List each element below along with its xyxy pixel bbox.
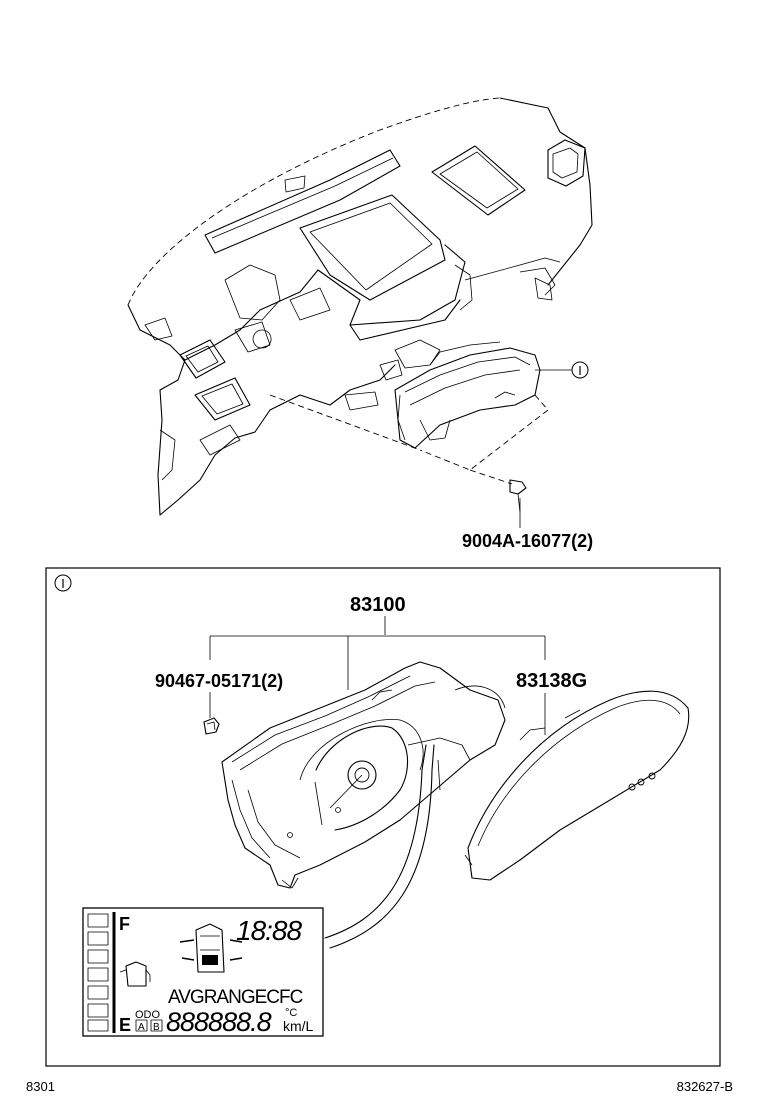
lcd-display-detail bbox=[82, 907, 324, 1037]
callout-circle-detail bbox=[54, 574, 72, 592]
label-glass: 83138G bbox=[516, 670, 587, 692]
glass-cover-drawing bbox=[464, 690, 690, 881]
footer-left-code: 8301 bbox=[26, 1079, 55, 1094]
meter-assembly-drawing bbox=[221, 661, 506, 889]
screw-part bbox=[509, 479, 527, 513]
lcd-fuel-full: F bbox=[119, 914, 130, 934]
lcd-odometer: 888888.8 bbox=[166, 1007, 272, 1037]
lcd-temp-unit: °C bbox=[285, 1007, 297, 1019]
detail-frame bbox=[45, 567, 721, 1067]
label-cluster-screw: 9004A-16077(2) bbox=[462, 531, 593, 551]
door-open-icon bbox=[179, 923, 243, 973]
lcd-odo-label: ODO bbox=[135, 1009, 161, 1021]
label-bulb-socket: 90467-05171(2) bbox=[155, 671, 283, 691]
lcd-fuel-empty: E bbox=[119, 1015, 131, 1035]
callout-symbol-upper: Ⅰ bbox=[578, 364, 582, 378]
lcd-trip-b-box bbox=[150, 1019, 163, 1032]
lcd-trip-a-box bbox=[135, 1019, 148, 1032]
label-assembly: 83100 bbox=[350, 594, 406, 616]
lcd-trip-b: B bbox=[153, 1022, 160, 1033]
lcd-distance-unit: km/L bbox=[283, 1018, 314, 1034]
lcd-detail-arc bbox=[324, 744, 427, 939]
footer-right-code: 832627-B bbox=[677, 1079, 733, 1094]
lcd-clock: 18:88 bbox=[236, 915, 302, 946]
fuel-pump-icon bbox=[119, 961, 151, 987]
combination-meter-installed bbox=[394, 341, 541, 449]
lcd-trip-a: A bbox=[138, 1022, 145, 1033]
callout-symbol-detail: Ⅰ bbox=[61, 577, 65, 591]
lcd-mode-labels: AVGRANGECFC bbox=[168, 987, 303, 1008]
callout-circle-upper bbox=[571, 361, 589, 379]
assembly-leader-lines bbox=[209, 616, 546, 690]
instrument-panel-drawing bbox=[127, 97, 593, 516]
bulb-socket-part bbox=[203, 717, 220, 735]
